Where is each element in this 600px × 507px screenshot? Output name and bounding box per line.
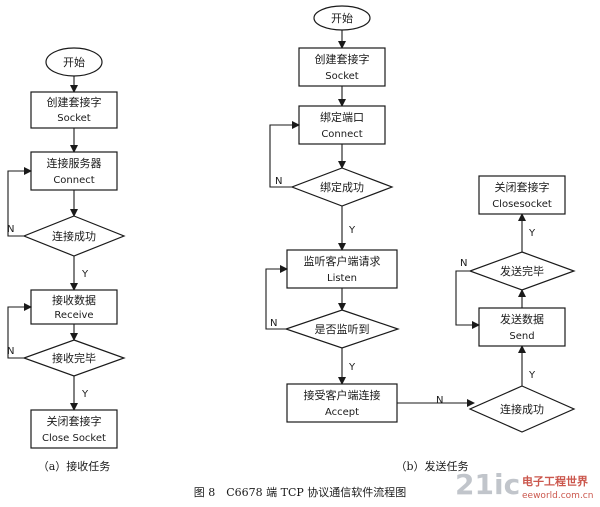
b-close-socket-box bbox=[478, 175, 566, 215]
a-close-socket-en: Close Socket bbox=[42, 433, 106, 444]
b-listen-en: Listen bbox=[327, 273, 357, 284]
a-close-socket-cn: 关闭套接字 bbox=[47, 414, 102, 428]
b-create-socket-cn: 创建套接字 bbox=[315, 52, 370, 66]
b-create-socket-box bbox=[298, 47, 386, 87]
b-bind-yes-label: Y bbox=[348, 225, 356, 236]
a-connect-en: Connect bbox=[53, 175, 94, 186]
a-connect-cn: 连接服务器 bbox=[47, 157, 102, 170]
a-receive-cn: 接收数据 bbox=[52, 293, 96, 307]
watermark-21ic: 21ic bbox=[455, 468, 520, 501]
a-create-socket-cn: 创建套接字 bbox=[47, 95, 102, 109]
a-caption: （a）接收任务 bbox=[38, 459, 111, 473]
b-is-listening-label: 是否监听到 bbox=[315, 323, 370, 336]
b-start-label: 开始 bbox=[331, 11, 353, 25]
flow-a: 开始 创建套接字 Socket 连接服务器 Connect 连接成功 N Y 接… bbox=[7, 47, 126, 473]
b-connect-no-label: N bbox=[436, 395, 443, 406]
b-close-socket-cn: 关闭套接字 bbox=[495, 180, 550, 194]
b-accept-cn: 接受客户端连接 bbox=[304, 388, 381, 402]
b-connect-ok-decision bbox=[468, 385, 576, 433]
b-bind-port-cn: 绑定端口 bbox=[320, 110, 364, 124]
a-start-label: 开始 bbox=[63, 55, 85, 69]
b-connect-ok-label: 连接成功 bbox=[500, 403, 544, 416]
b-bind-no-label: N bbox=[275, 176, 282, 187]
watermark-logo: 21ic 电子工程世界 eeworld.com.cn bbox=[455, 468, 593, 501]
a-receive-yes-label: Y bbox=[81, 389, 89, 400]
a-receive-no-label: N bbox=[7, 346, 14, 357]
b-accept-box bbox=[286, 383, 398, 423]
a-create-socket-box bbox=[30, 91, 118, 129]
a-receive-en: Receive bbox=[54, 310, 93, 321]
watermark-url: eeworld.com.cn bbox=[522, 491, 593, 501]
a-connect-no-label: N bbox=[7, 224, 14, 235]
b-close-socket-en: Closesocket bbox=[492, 199, 552, 210]
b-connect-yes-label: Y bbox=[528, 370, 536, 381]
a-connect-ok-label: 连接成功 bbox=[52, 230, 96, 243]
a-create-socket-en: Socket bbox=[57, 113, 91, 124]
b-send-done-label: 发送完毕 bbox=[500, 264, 544, 278]
b-send-yes-label: Y bbox=[528, 228, 536, 239]
b-send-done-decision bbox=[468, 251, 576, 291]
b-listen-box bbox=[286, 249, 398, 289]
b-listen-no-label: N bbox=[270, 318, 277, 329]
b-caption: （b）发送任务 bbox=[395, 459, 468, 473]
b-accept-en: Accept bbox=[325, 407, 359, 418]
a-connect-yes-label: Y bbox=[81, 269, 89, 280]
b-listen-yes-label: Y bbox=[348, 362, 356, 373]
a-receive-done-label: 接收完毕 bbox=[52, 351, 96, 365]
b-send-cn: 发送数据 bbox=[500, 312, 544, 326]
b-send-no-label: N bbox=[460, 258, 467, 269]
b-bind-ok-label: 绑定成功 bbox=[320, 180, 364, 194]
b-bind-port-en: Connect bbox=[321, 129, 362, 140]
a-close-socket-box bbox=[30, 409, 118, 449]
b-send-en: Send bbox=[509, 331, 534, 342]
b-listen-cn: 监听客户端请求 bbox=[304, 254, 381, 268]
watermark-name: 电子工程世界 bbox=[522, 474, 588, 488]
figure-caption: 图 8 C6678 端 TCP 协议通信软件流程图 bbox=[194, 485, 407, 499]
b-create-socket-en: Socket bbox=[325, 71, 359, 82]
flow-b: 开始 创建套接字 Socket 绑定端口 Connect 绑定成功 N Y 监听… bbox=[265, 5, 576, 473]
